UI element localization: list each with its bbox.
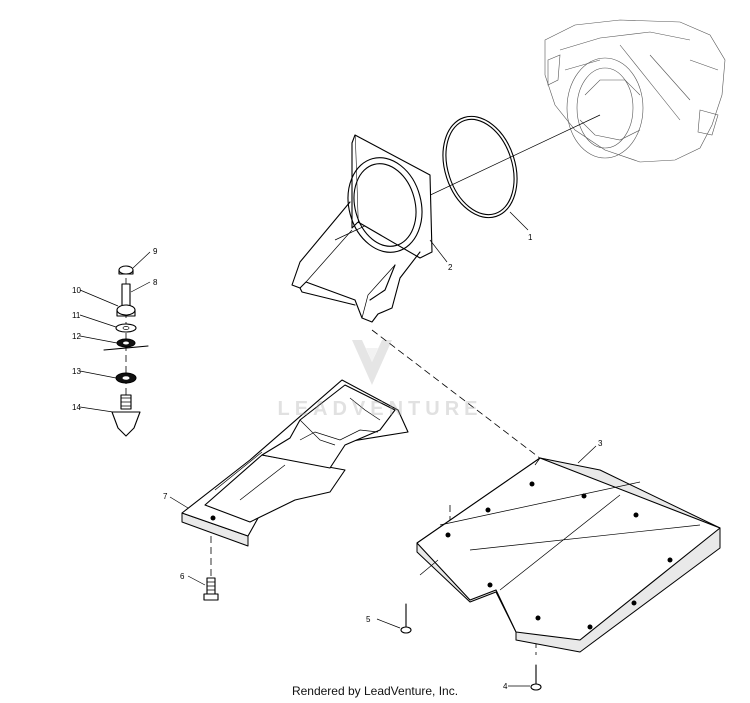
leader-lines (79, 211, 597, 687)
o-ring-seal (442, 115, 518, 219)
callout-11: 11 (72, 311, 81, 320)
callout-9: 9 (153, 247, 158, 256)
callout-8: 8 (153, 278, 158, 287)
callout-4: 4 (503, 682, 508, 691)
washer-part-13 (115, 372, 137, 384)
footer-credit: Rendered by LeadVenture, Inc. (291, 684, 459, 698)
mounting-bracket (181, 379, 409, 547)
dashed-line-bellows-to-plate (371, 329, 546, 463)
callout-14: 14 (72, 403, 81, 412)
callout-7: 7 (163, 492, 168, 501)
transmission-housing-drawing (544, 19, 726, 163)
bolt-bracket (203, 577, 219, 601)
callout-3: 3 (598, 439, 603, 448)
stud-part-8 (121, 283, 131, 307)
callout-6: 6 (180, 572, 185, 581)
callout-labels: 1 2 3 4 5 6 7 8 9 10 11 12 13 14 (72, 233, 603, 691)
skid-plate (416, 457, 721, 653)
callout-2: 2 (448, 263, 453, 272)
callout-12: 12 (72, 332, 81, 341)
watermark-logo (352, 340, 392, 385)
grommet-part-14 (111, 394, 141, 437)
washer-part-12 (103, 338, 149, 351)
bolt-small-left (400, 603, 412, 634)
callout-10: 10 (72, 286, 81, 295)
callout-13: 13 (72, 367, 81, 376)
nut-part-10 (116, 304, 136, 317)
washer-part-11 (115, 323, 137, 333)
boot-bellows (291, 134, 433, 323)
cap-part-9 (118, 265, 134, 275)
callout-5: 5 (366, 615, 371, 624)
bolt-bottom (530, 664, 542, 691)
callout-1: 1 (528, 233, 533, 242)
watermark-text: LEADVENTURE (277, 398, 483, 420)
